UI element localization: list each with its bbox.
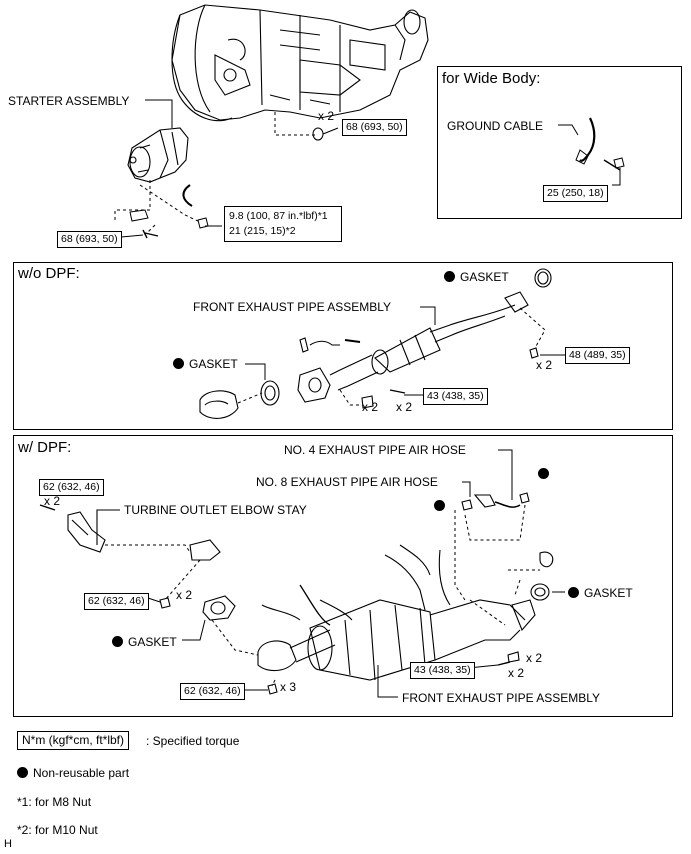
wo-dpf-gasket-top: GASKET <box>444 270 509 284</box>
gasket-left-text: GASKET <box>189 357 238 371</box>
torque-48: 48 (489, 35) <box>565 347 630 364</box>
w-dpf-dashed <box>105 504 540 687</box>
w-dpf-panel <box>13 435 673 717</box>
wo-dpf-leaders <box>245 306 565 396</box>
legend-nonreusable: Non-reusable part <box>17 766 129 780</box>
wo-dpf-front-pipe-label: FRONT EXHAUST PIPE ASSEMBLY <box>193 300 392 314</box>
torque-98-line2: 21 (215, 15)*2 <box>229 225 296 237</box>
starter-cable <box>182 184 193 207</box>
torque-98-line1: 9.8 (100, 87 in.*lbf)*1 <box>229 210 328 222</box>
corner-mark: H <box>4 838 12 850</box>
nonreusable-dot-icon <box>444 271 455 282</box>
transmission-nut <box>312 127 324 141</box>
legend-torque-unit: N*m (kgf*cm, ft*lbf) <box>17 731 130 750</box>
qty-x2-48: x 2 <box>536 358 553 372</box>
wide-body-panel <box>437 66 682 219</box>
air-hose-8-label: NO. 8 EXHAUST PIPE AIR HOSE <box>256 475 438 489</box>
turbine-elbow-stay-label: TURBINE OUTLET ELBOW STAY <box>124 503 307 517</box>
w-dpf-gasket-right: GASKET <box>568 586 633 600</box>
w-dpf-title: w/ DPF: <box>18 439 72 456</box>
gasket-right-text: GASKET <box>584 586 633 600</box>
w-dpf-gasket-left: GASKET <box>112 635 177 649</box>
qty-x2-stud: x 2 <box>362 400 379 414</box>
torque-62-elbow: 62 (632, 46) <box>180 683 245 700</box>
torque-43-wo: 43 (438, 35) <box>423 388 488 405</box>
ground-cable-drawing <box>558 117 625 186</box>
torque-68-bottom: 68 (693, 50) <box>57 231 122 248</box>
legend-torque-desc: : Specified torque <box>146 734 240 748</box>
wo-dpf-gasket-left: GASKET <box>173 357 238 371</box>
air-hose-4-label: NO. 4 EXHAUST PIPE AIR HOSE <box>284 443 466 457</box>
torque-43-dpf: 43 (438, 35) <box>410 662 475 679</box>
starter-bracket <box>129 209 149 222</box>
qty-x2-stay: x 2 <box>44 494 61 508</box>
legend-note-1: *1: for M8 Nut <box>17 795 92 809</box>
nonreusable-dot-icon <box>17 767 28 778</box>
wo-dpf-title: w/o DPF: <box>18 265 80 282</box>
torque-68-top: 68 (693, 50) <box>342 119 407 136</box>
qty-x2-bolt: x 2 <box>396 400 413 414</box>
transmission-leaders <box>114 112 318 233</box>
starter-bolt <box>142 229 159 239</box>
w-dpf-front-pipe-label: FRONT EXHAUST PIPE ASSEMBLY <box>402 691 601 705</box>
starter-leader <box>145 99 173 128</box>
transmission-drawing <box>171 4 429 122</box>
qty-x2-bolt-dpf: x 2 <box>508 666 525 680</box>
ground-cable-label: GROUND CABLE <box>447 119 544 133</box>
wo-dpf-panel <box>13 262 673 430</box>
starter-assembly-label: STARTER ASSEMBLY <box>8 94 130 108</box>
nonreusable-dot-icon <box>434 500 445 511</box>
wo-dpf-dashed <box>237 307 546 406</box>
wo-dpf-pipe-drawing <box>199 268 552 419</box>
nonreusable-dot-icon <box>173 358 184 369</box>
gasket-top-text: GASKET <box>460 270 509 284</box>
torque-62-stay: 62 (632, 46) <box>39 479 104 496</box>
torque-25: 25 (250, 18) <box>543 185 608 202</box>
qty-x2-top: x 2 <box>318 109 335 123</box>
gasket-left-text: GASKET <box>128 635 177 649</box>
nonreusable-dot-icon <box>568 587 579 598</box>
qty-x2-flange: x 2 <box>176 588 193 602</box>
qty-x2-stud-dpf: x 2 <box>526 651 543 665</box>
torque-62-flange: 62 (632, 46) <box>84 593 149 610</box>
wide-body-title: for Wide Body: <box>442 70 541 87</box>
nut-leader <box>322 127 339 135</box>
nonreusable-dot-icon <box>112 636 123 647</box>
qty-x3: x 3 <box>280 680 297 694</box>
torque-98-box: 9.8 (100, 87 in.*lbf)*1 21 (215, 15)*2 <box>224 206 342 242</box>
nonreusable-dot-icon <box>538 468 549 479</box>
legend-nonreusable-text: Non-reusable part <box>33 766 130 780</box>
legend-note-2: *2: for M10 Nut <box>17 823 98 837</box>
w-dpf-pipe-drawing <box>39 492 554 695</box>
starter-drawing <box>127 127 189 183</box>
